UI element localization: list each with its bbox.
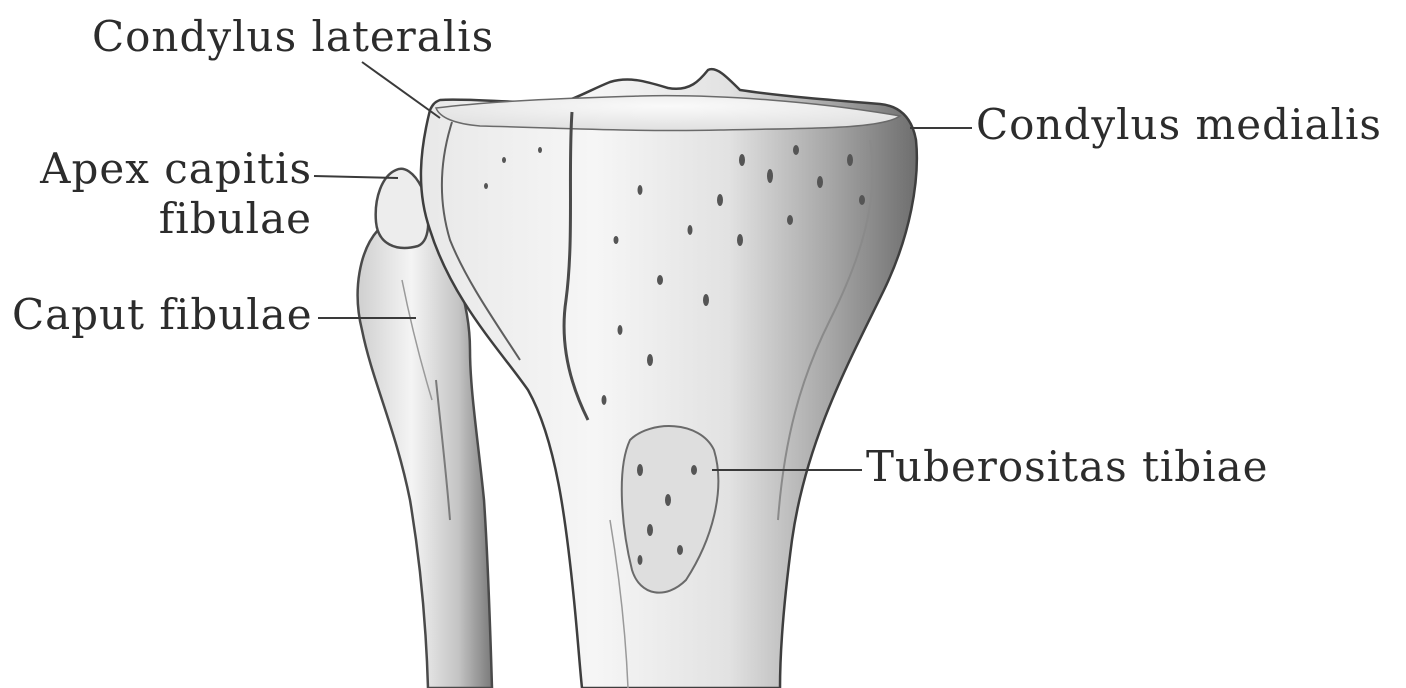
tibia-body [421,69,917,688]
label-tuberositas-tibiae: Tuberositas tibiae [866,446,1269,488]
leader-apex-capitis-fibulae [314,176,398,178]
label-condylus-medialis: Condylus medialis [976,104,1382,146]
label-condylus-lateralis: Condylus lateralis [92,16,494,58]
label-apex-capitis-fibulae-line2: fibulae [40,198,312,240]
leader-condylus-lateralis [362,62,440,118]
label-apex-capitis-fibulae-line1: Apex capitis [40,148,312,190]
label-caput-fibulae: Caput fibulae [12,294,313,336]
tibia [421,69,917,688]
